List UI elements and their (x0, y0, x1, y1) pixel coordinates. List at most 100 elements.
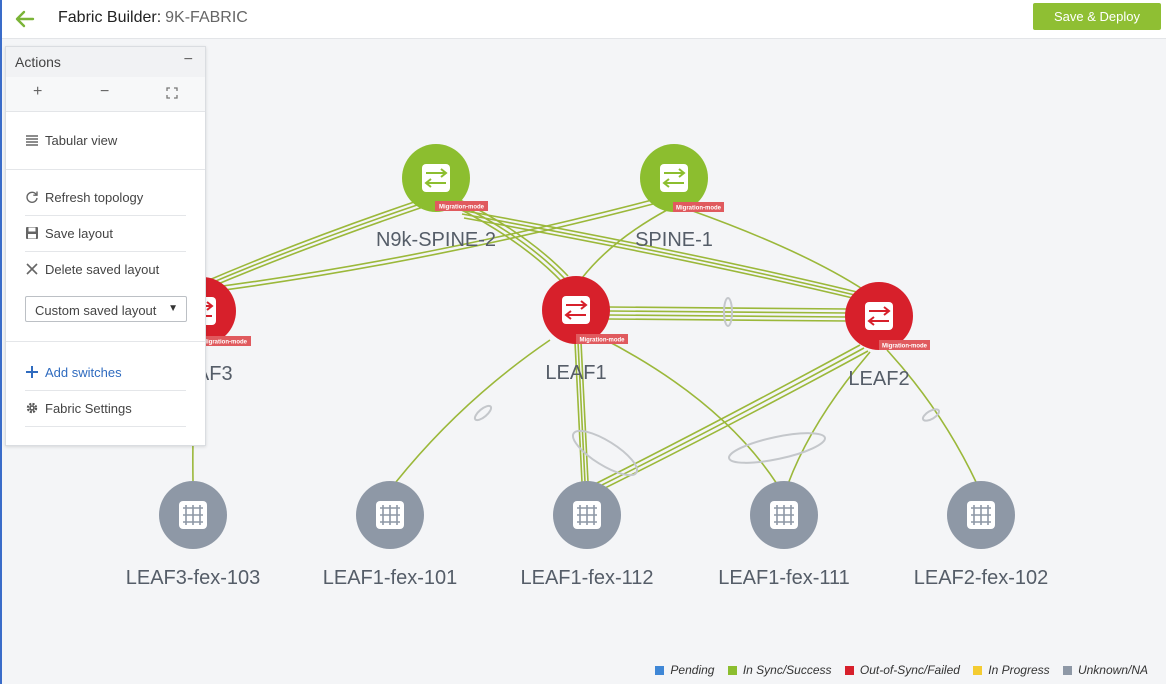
legend-item-unknown: Unknown/NA (1062, 663, 1148, 677)
migration-badge (673, 202, 724, 212)
divider (25, 426, 186, 427)
link-leaf1-leaf2 (606, 306, 849, 310)
migration-badge (198, 336, 251, 346)
link-spine1-leaf1 (581, 209, 668, 279)
legend-swatch (844, 666, 854, 675)
tabular-view-item[interactable]: Tabular view (25, 123, 186, 158)
bundle-ellipse-fex112 (571, 429, 639, 477)
legend-label: In Sync/Success (742, 663, 832, 677)
gear-icon (26, 402, 38, 414)
link-spine1-leaf2 (689, 209, 865, 291)
refresh-topology-item[interactable]: Refresh topology (25, 180, 186, 215)
actions-header: Actions − (6, 47, 205, 77)
fit-to-screen-icon[interactable] (166, 87, 178, 99)
divider (6, 341, 205, 342)
refresh-icon (26, 191, 38, 203)
divider (6, 169, 205, 170)
topology-canvas[interactable]: Migration-mode N9k-SPINE-2 Migration-mod… (2, 39, 1166, 684)
save-layout-label: Save layout (45, 226, 113, 241)
bundle-ellipse-leaf1-leaf2 (723, 297, 733, 327)
switch-icon (865, 302, 893, 330)
page-title: Fabric Builder:9K-FABRIC (58, 9, 248, 27)
delete-saved-layout-label: Delete saved layout (45, 262, 160, 277)
status-legend: Pending In Sync/Success Out-of-Sync/Fail… (645, 663, 1148, 677)
collapse-icon[interactable]: − (183, 51, 193, 68)
bundle-ellipse-fex111 (728, 432, 826, 464)
node-spine1[interactable]: Migration-mode SPINE-1 (635, 144, 724, 251)
legend-swatch (727, 666, 737, 675)
back-arrow-icon[interactable] (14, 8, 36, 30)
node-label: LEAF1 (545, 362, 606, 384)
node-label: LEAF2 (848, 368, 909, 390)
topology-links (192, 198, 978, 491)
tabular-view-label: Tabular view (45, 133, 118, 148)
legend-item-out-of-sync: Out-of-Sync/Failed (844, 663, 960, 677)
node-label: LEAF1-fex-101 (323, 567, 458, 589)
legend-item-in-progress: In Progress (973, 663, 1050, 677)
delete-saved-layout-item[interactable]: Delete saved layout (25, 252, 186, 287)
saved-layout-select[interactable]: Custom saved layout ▼ (25, 296, 187, 322)
node-leaf2[interactable]: Migration-mode LEAF2 (845, 282, 930, 390)
switch-icon (562, 296, 590, 324)
zoom-in-icon[interactable]: + (33, 83, 43, 100)
legend-swatch (1062, 666, 1072, 675)
add-switches-label: Add switches (45, 365, 122, 380)
zoom-out-icon[interactable]: − (100, 83, 110, 100)
link-spine2-leaf2 (459, 209, 858, 293)
divider (25, 251, 186, 252)
fabric-settings-label: Fabric Settings (45, 401, 132, 416)
fabric-name: 9K-FABRIC (165, 9, 248, 26)
legend-label: In Progress (988, 663, 1050, 677)
node-leaf1[interactable]: Migration-mode LEAF1 (542, 276, 628, 384)
migration-badge-text: Migration-mode (439, 205, 485, 211)
link-bundle-ellipses (473, 297, 941, 477)
migration-badge-text: Migration-mode (580, 338, 626, 344)
fabric-settings-item[interactable]: Fabric Settings (25, 391, 186, 426)
divider (25, 215, 186, 216)
node-label: N9k-SPINE-2 (376, 229, 496, 251)
link-leaf2-fex112 (594, 344, 861, 485)
node-fex112[interactable]: LEAF1-fex-112 (520, 481, 654, 589)
migration-badge-text: Migration-mode (676, 206, 722, 212)
link-leaf1-fex112 (574, 341, 583, 483)
title-prefix: Fabric Builder: (58, 9, 162, 26)
link-spine2-leaf1 (451, 204, 563, 283)
node-fex101[interactable]: LEAF1-fex-101 (323, 481, 458, 589)
node-fex111[interactable]: LEAF1-fex-111 (718, 481, 850, 589)
save-layout-item[interactable]: Save layout (25, 216, 186, 251)
add-switches-item[interactable]: Add switches (25, 355, 186, 390)
actions-title: Actions (15, 54, 61, 70)
save-deploy-button[interactable]: Save & Deploy (1033, 3, 1161, 30)
node-label: LEAF3-fex-103 (126, 567, 261, 589)
legend-swatch (973, 666, 983, 675)
migration-badge-text: Migration-mode (202, 340, 248, 346)
node-fex103[interactable]: LEAF3-fex-103 (126, 481, 261, 589)
legend-label: Pending (670, 663, 715, 677)
actions-panel: Actions − + − Tabular view Refresh topol… (5, 46, 206, 446)
migration-badge-text: Migration-mode (882, 344, 928, 350)
divider (25, 390, 186, 391)
bundle-ellipse-fex101 (473, 404, 493, 422)
migration-badge (879, 340, 930, 350)
plus-icon (26, 366, 38, 378)
link-spine1-leaf3 (207, 199, 653, 289)
node-spine2[interactable]: Migration-mode N9k-SPINE-2 (376, 144, 496, 251)
legend-label: Unknown/NA (1077, 663, 1148, 677)
legend-item-pending: Pending (655, 663, 714, 677)
link-leaf1-fex111 (601, 337, 778, 485)
refresh-topology-label: Refresh topology (45, 190, 144, 205)
zoom-controls: + − (6, 77, 205, 112)
node-label: SPINE-1 (635, 229, 713, 251)
saved-layout-select-value: Custom saved layout (35, 303, 157, 318)
migration-badge (576, 334, 628, 344)
legend-swatch (655, 666, 665, 675)
link-leaf2-fex102 (886, 349, 978, 485)
floppy-disk-icon (26, 227, 38, 239)
bundle-ellipse-fex102 (921, 408, 941, 422)
top-bar: Fabric Builder:9K-FABRIC Save & Deploy (2, 0, 1166, 39)
topology-svg[interactable]: Migration-mode N9k-SPINE-2 Migration-mod… (2, 39, 1166, 684)
node-fex102[interactable]: LEAF2-fex-102 (914, 481, 1049, 589)
switch-icon (660, 164, 688, 192)
link-spine2-leaf3 (201, 199, 421, 284)
node-label: LEAF1-fex-112 (520, 567, 653, 589)
